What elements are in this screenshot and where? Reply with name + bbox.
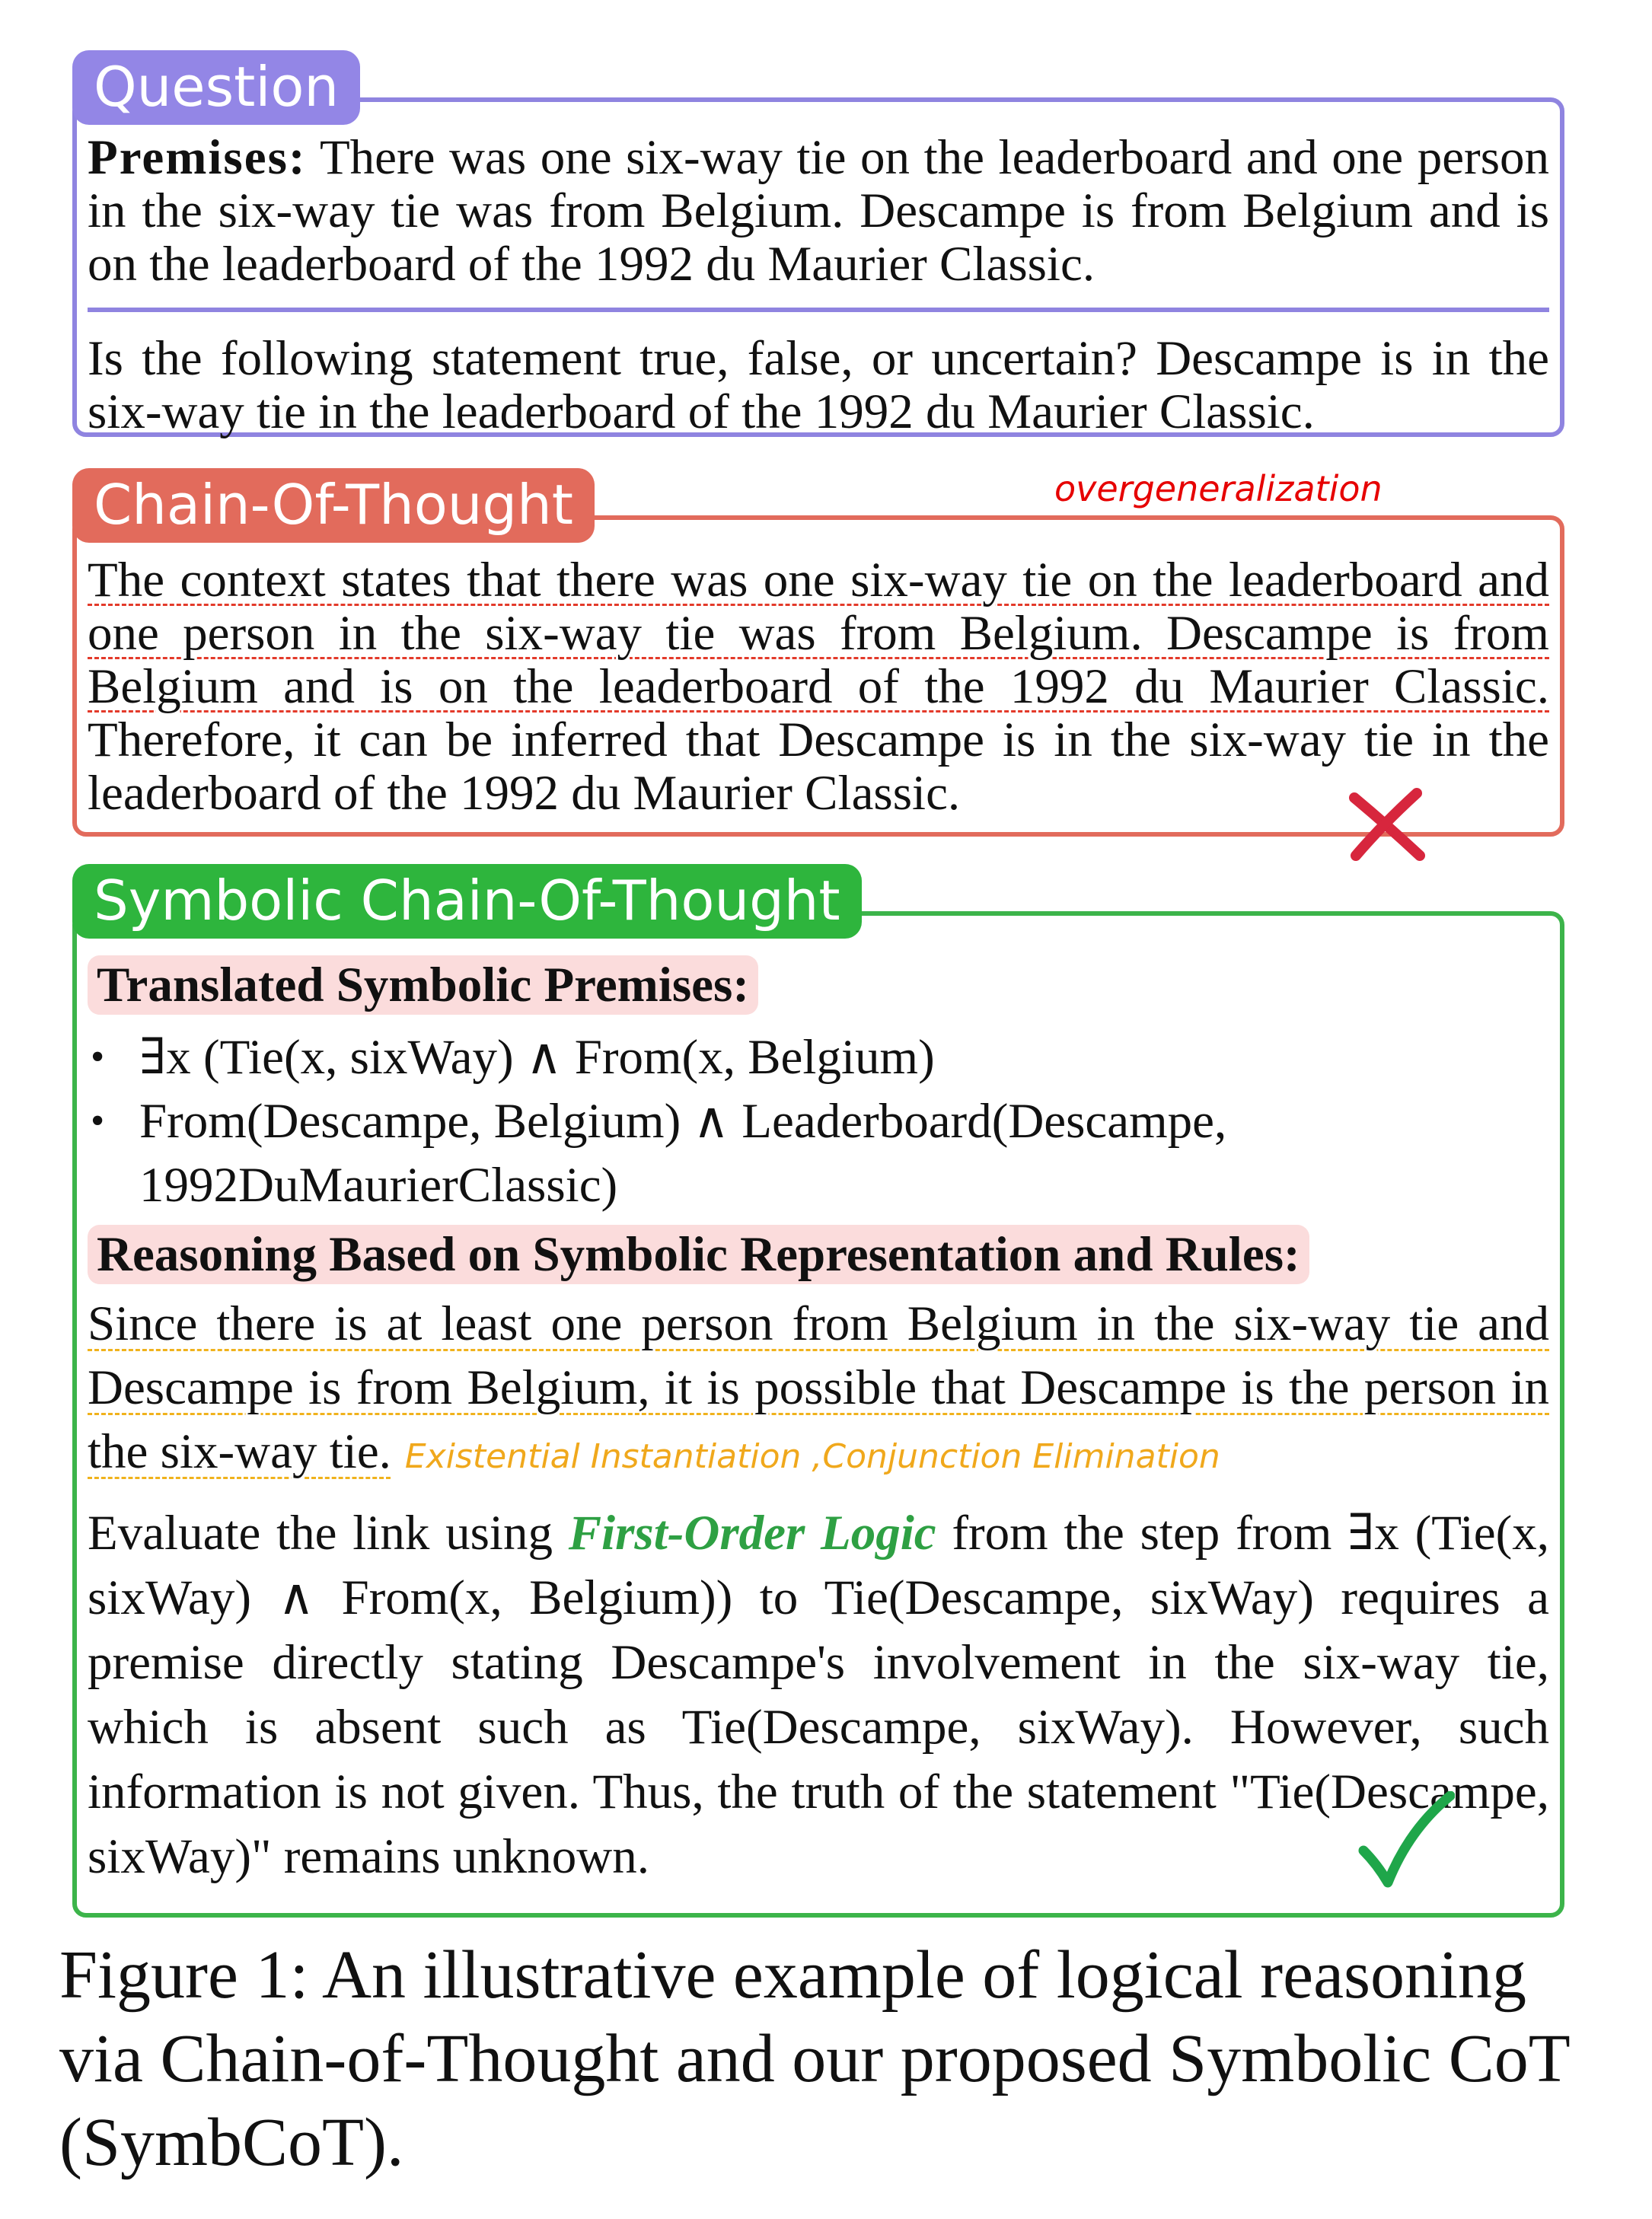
query-text: Is the following statement true, false, …	[88, 331, 1549, 439]
symbcot-section: Translated Symbolic Premises: ∃x (Tie(x,…	[72, 864, 1564, 1930]
reasoning-text: Since there is at least one person from …	[88, 1296, 1549, 1479]
symbolic-premises-list: ∃x (Tie(x, sixWay) ∧ From(x, Belgium) Fr…	[88, 1025, 1549, 1217]
reasoning-paragraph: Since there is at least one person from …	[88, 1292, 1549, 1489]
symbolic-premise-2: From(Descampe, Belgium) ∧ Leaderboard(De…	[88, 1089, 1549, 1217]
inference-rules-annotation: Existential Instantiation ,Conjunction E…	[404, 1437, 1220, 1476]
reasoning-heading: Reasoning Based on Symbolic Representati…	[88, 1225, 1309, 1284]
premises-label: Premises:	[88, 130, 307, 185]
cot-section: The context states that there was one si…	[72, 468, 1564, 861]
cot-overgeneralized-text: The context states that there was one si…	[88, 553, 1549, 714]
symbcot-tag: Symbolic Chain-Of-Thought	[72, 864, 862, 939]
question-section: Premises: There was one six-way tie on t…	[72, 50, 1564, 446]
cot-paragraph: The context states that there was one si…	[88, 553, 1549, 820]
cot-tag: Chain-Of-Thought	[72, 468, 595, 543]
figure-caption: Figure 1: An illustrative example of log…	[59, 1937, 1570, 2180]
premises-paragraph: Premises: There was one six-way tie on t…	[88, 131, 1549, 291]
cot-conclusion-text: Therefore, it can be inferred that Desca…	[88, 713, 1549, 821]
symbolic-premise-1: ∃x (Tie(x, sixWay) ∧ From(x, Belgium)	[88, 1025, 1549, 1089]
cross-icon	[1349, 788, 1425, 861]
cot-box: The context states that there was one si…	[72, 515, 1564, 861]
evaluation-paragraph: Evaluate the link using First-Order Logi…	[88, 1501, 1549, 1889]
first-order-logic-label: First-Order Logic	[568, 1506, 936, 1561]
evaluation-text-post: from the step from ∃x (Tie(x, sixWay) ∧ …	[88, 1506, 1549, 1884]
question-divider	[88, 308, 1549, 312]
question-tag: Question	[72, 50, 361, 125]
question-box: Premises: There was one six-way tie on t…	[72, 97, 1564, 439]
translated-premises-heading: Translated Symbolic Premises:	[88, 955, 758, 1015]
premises-text: There was one six-way tie on the leaderb…	[88, 130, 1550, 292]
evaluation-text-pre: Evaluate the link using	[88, 1506, 569, 1561]
overgeneralization-annotation: overgeneralization	[1054, 468, 1383, 509]
checkmark-icon	[1358, 1791, 1455, 1888]
symbcot-box: Translated Symbolic Premises: ∃x (Tie(x,…	[72, 911, 1564, 1918]
